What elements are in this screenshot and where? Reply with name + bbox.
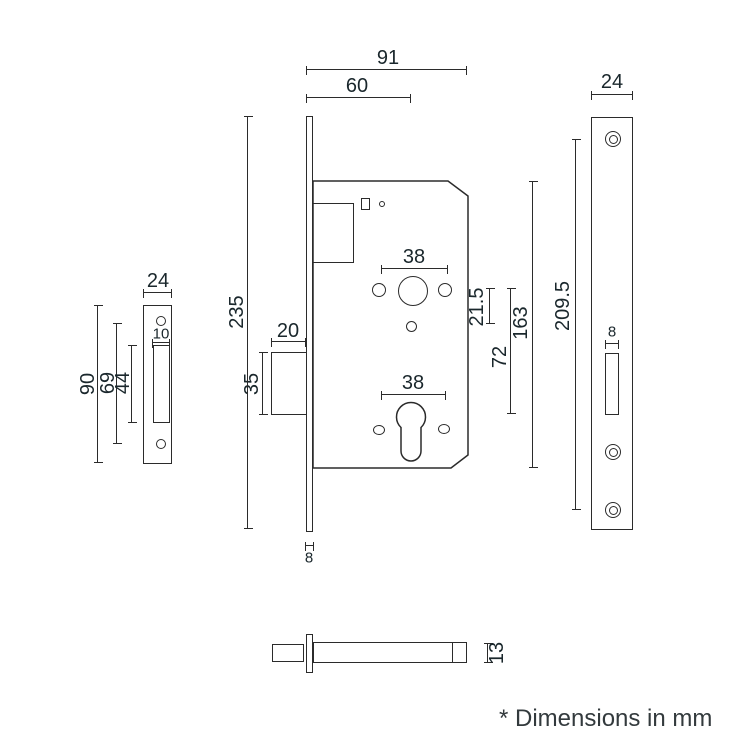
- strike-plate-width-label: 24: [146, 270, 170, 292]
- follower-offset-dim-line: [485, 288, 495, 324]
- forend-screw-hole-mid-outer: [605, 444, 621, 460]
- faceplate-length-dim-line: [243, 116, 253, 529]
- strike-plate-slot-height-dim-line: [127, 345, 137, 423]
- lock-centres-label: 72: [489, 345, 511, 369]
- strike-plate-slot-height-label: 44: [112, 371, 134, 395]
- forend-slot-width-dim-line: [605, 339, 619, 349]
- cylinder-fixing-hole-left: [373, 425, 385, 435]
- forend-width-dim-line: [591, 90, 633, 100]
- forend-screw-centres-dim-line: [571, 139, 581, 510]
- strike-plate-slot-width-label: 10: [152, 325, 170, 343]
- forend-screw-hole-bottom-inner: [608, 505, 618, 515]
- strike-plate-screw-hole-bottom: [156, 439, 166, 449]
- strike-plate-outline: [143, 305, 172, 464]
- dimensions-footnote: * Dimensions in mm: [499, 705, 713, 732]
- faceplate-length-label: 235: [226, 295, 248, 329]
- lock-backset-dim-line: [306, 93, 411, 103]
- lock-faceplate: [306, 116, 313, 532]
- strike-plate-height-label: 90: [77, 372, 99, 396]
- follower-span-label: 38: [402, 246, 426, 268]
- deadbolt: [271, 352, 307, 415]
- strike-plate-height-dim-line: [93, 305, 103, 463]
- case-thickness-label: 13: [486, 641, 508, 665]
- latchbolt-box: [312, 203, 354, 263]
- bolt-throw-dim-line: [271, 337, 306, 347]
- edge-faceplate: [306, 634, 313, 673]
- faceplate-width-label: 8: [304, 549, 314, 567]
- lock-centres-dim-line: [506, 288, 516, 414]
- bolt-height-dim-line: [258, 352, 268, 415]
- small-rect-cutout: [361, 198, 370, 210]
- strike-plate-slot: [153, 345, 170, 423]
- cylinder-fixing-hole-right: [438, 424, 450, 434]
- cylinder-span-dim-line: [381, 390, 446, 400]
- forend-screw-hole-bottom-outer: [605, 502, 621, 518]
- bolt-throw-label: 20: [276, 320, 300, 342]
- small-pin-hole: [379, 201, 385, 207]
- edge-case-divider-line: [452, 642, 453, 663]
- strike-plate-slot-width-dim-line: [152, 338, 170, 348]
- strike-plate-screw-hole-top: [156, 316, 166, 326]
- forend-width-label: 24: [600, 71, 624, 93]
- lock-total-depth-dim-line: [306, 65, 467, 75]
- euro-cylinder-cutout: [395, 401, 427, 462]
- handle-fixing-hole-right: [438, 283, 452, 297]
- case-thickness-dim-line: [483, 643, 493, 663]
- hole-below-follower: [406, 321, 417, 332]
- forend-slot-width-label: 8: [607, 323, 617, 341]
- follower-offset-label: 21.5: [466, 287, 488, 327]
- spindle-follower-hole: [398, 276, 428, 306]
- forend-slot: [605, 353, 619, 415]
- forend-outline: [591, 117, 633, 530]
- faceplate-width-dim-line: [305, 541, 314, 551]
- case-height-dim-line: [528, 181, 538, 468]
- edge-bolt-stub: [272, 644, 304, 662]
- follower-span-dim-line: [381, 264, 448, 274]
- forend-screw-hole-top-inner: [608, 134, 618, 144]
- strike-plate-width-dim-line: [143, 288, 172, 298]
- forend-screw-centres-label: 209.5: [552, 280, 574, 332]
- cylinder-span-label: 38: [401, 372, 425, 394]
- lock-backset-label: 60: [345, 75, 369, 97]
- lock-total-depth-label: 91: [376, 47, 400, 69]
- bolt-height-label: 35: [241, 372, 263, 396]
- handle-fixing-hole-left: [372, 283, 386, 297]
- edge-case-body: [313, 642, 467, 663]
- strike-plate-screw-centres-dim-line: [112, 323, 122, 444]
- forend-screw-hole-mid-inner: [608, 447, 618, 457]
- case-height-label: 163: [510, 306, 532, 340]
- forend-screw-hole-top-outer: [605, 131, 621, 147]
